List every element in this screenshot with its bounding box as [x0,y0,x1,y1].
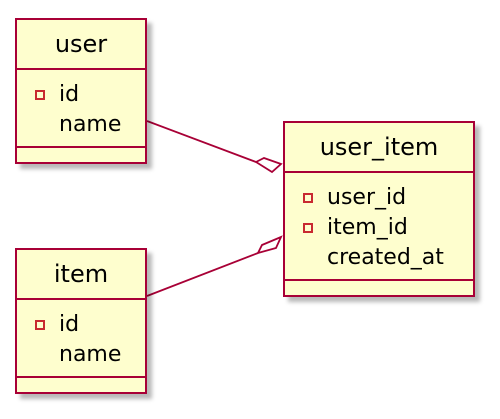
entity-user-item[interactable]: user_item user_id item_id created_at [283,121,475,297]
entity-attributes: user_id item_id created_at [285,173,473,281]
attribute-row: id [17,80,145,110]
entity-attributes: id name [17,300,145,378]
attribute-row: created_at [285,243,473,273]
relation-user-to-user-item [146,120,283,174]
relation-item-to-user-item [146,235,283,297]
attribute-row: id [17,310,145,340]
attribute-row: name [17,110,145,140]
entity-methods-section [17,378,145,392]
attribute-name: item_id [327,215,408,240]
attribute-name: created_at [327,245,444,270]
entity-attributes: id name [17,70,145,148]
attribute-name: id [59,312,80,337]
private-visibility-icon [35,320,45,330]
attribute-row: name [17,340,145,370]
entity-item[interactable]: item id name [15,248,147,394]
entity-title: item [17,250,145,300]
attribute-row: user_id [285,183,473,213]
private-visibility-icon [35,90,45,100]
attribute-name: name [59,112,122,137]
attribute-name: user_id [327,185,407,210]
private-visibility-icon [303,223,313,233]
entity-methods-section [17,148,145,162]
entity-title: user_item [285,123,473,173]
entity-title: user [17,20,145,70]
entity-methods-section [285,281,473,295]
entity-user[interactable]: user id name [15,18,147,164]
attribute-row: item_id [285,213,473,243]
attribute-name: name [59,342,122,367]
aggregation-diamond-icon [256,235,283,255]
aggregation-diamond-icon [254,157,283,174]
private-visibility-icon [303,193,313,203]
attribute-name: id [59,82,80,107]
